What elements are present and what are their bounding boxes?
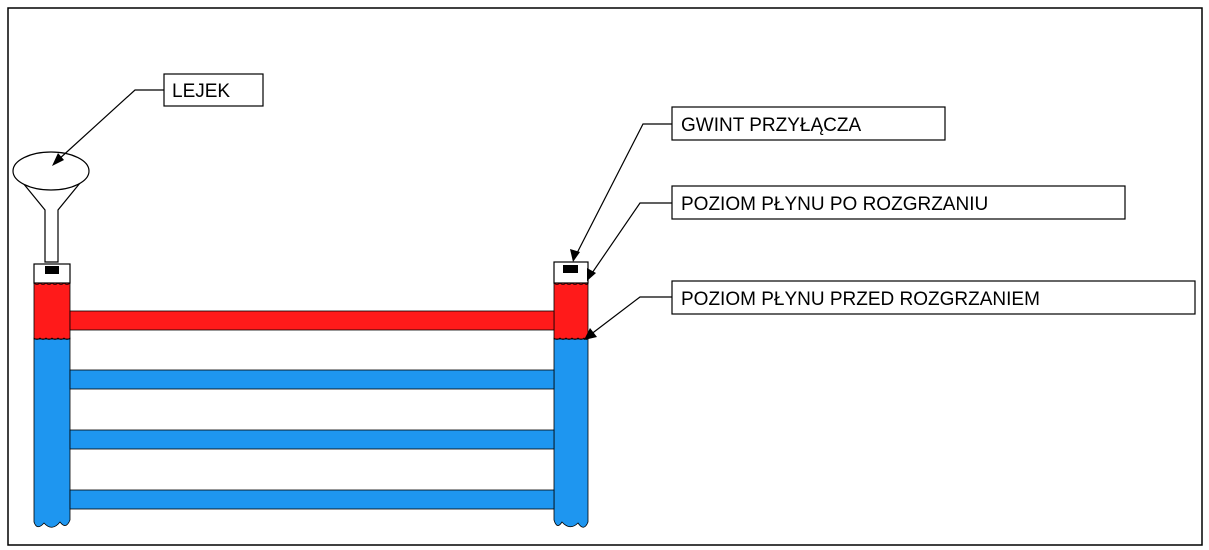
- left-level-wave-top: [33, 282, 71, 285]
- leader-funnel: [57, 89, 164, 161]
- left-riser: [33, 263, 71, 528]
- right-riser: [553, 261, 589, 528]
- right-riser-hot-fluid: [553, 281, 589, 340]
- label-thread-text: GWINT PRZYŁĄCZA: [681, 115, 861, 136]
- tube-3-cold: [69, 429, 555, 450]
- tube-4-cold: [69, 489, 555, 510]
- label-level-before-text: POZIOM PŁYNU PRZED ROZGRZANIEM: [681, 289, 1040, 310]
- leader-level-after: [589, 202, 672, 277]
- funnel-rim: [12, 151, 90, 191]
- drawing-frame: [7, 7, 1203, 546]
- leader-lines: [57, 89, 672, 336]
- arrow-level-before: [584, 328, 597, 340]
- left-level-wave-bottom: [33, 337, 71, 340]
- left-riser-cold-fluid: [33, 337, 71, 528]
- right-riser-cold-fluid: [553, 337, 589, 528]
- arrow-level-after: [587, 268, 596, 281]
- label-level-before: POZIOM PŁYNU PRZED ROZGRZANIEM: [671, 280, 1196, 315]
- arrow-thread: [570, 249, 580, 262]
- right-level-wave-top: [553, 282, 589, 285]
- tube-top-hot: [69, 310, 555, 331]
- leader-level-before: [589, 296, 672, 336]
- right-thread-plug: [563, 265, 578, 273]
- leader-thread: [574, 123, 672, 258]
- label-thread: GWINT PRZYŁĄCZA: [671, 106, 946, 141]
- left-riser-hot-fluid: [33, 281, 71, 340]
- tube-2-cold: [69, 369, 555, 390]
- arrow-funnel: [52, 153, 64, 166]
- funnel: [12, 151, 90, 263]
- right-level-wave-bottom: [553, 337, 589, 340]
- label-funnel-text: LEJEK: [172, 81, 230, 102]
- label-funnel: LEJEK: [163, 73, 264, 107]
- left-thread-plug: [45, 266, 59, 274]
- label-level-after-text: POZIOM PŁYNU PO ROZGRZANIU: [681, 194, 988, 215]
- arrowheads: [52, 153, 597, 340]
- label-level-after: POZIOM PŁYNU PO ROZGRZANIU: [671, 185, 1126, 220]
- funnel-body: [13, 171, 90, 263]
